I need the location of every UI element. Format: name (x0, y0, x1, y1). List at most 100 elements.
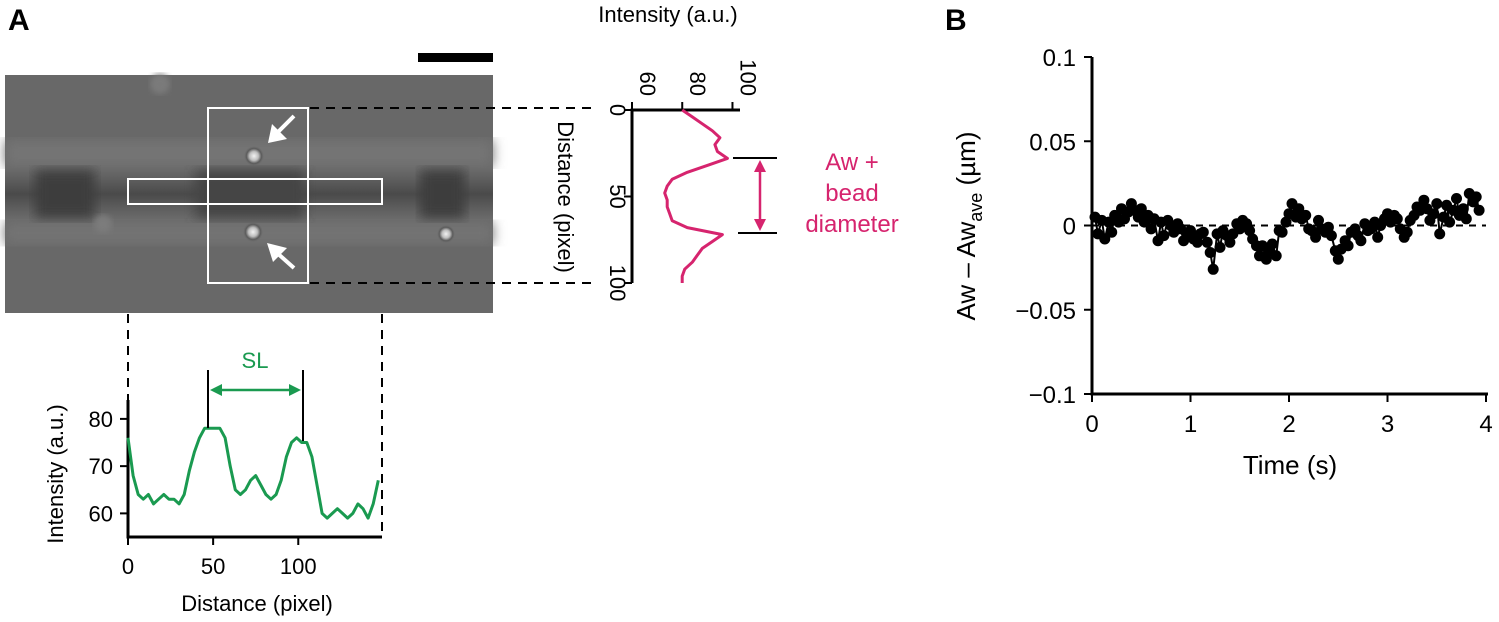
bead-faint-left (94, 215, 112, 233)
aw-data-point (1158, 230, 1170, 242)
aw-x-tick-label: 3 (1381, 411, 1394, 438)
aw-data-point (1270, 250, 1282, 262)
aw-x-tick-label: 0 (1085, 411, 1098, 438)
sl-label: SL (242, 348, 269, 373)
aw-data-point (1322, 221, 1334, 233)
vertical-profile-x-tick-label: 80 (685, 72, 710, 96)
aw-data-point (1191, 236, 1203, 248)
vertical-profile-y-tick-label: 0 (605, 104, 630, 116)
aw-data-point (1428, 208, 1440, 220)
aw-data-point (1207, 263, 1219, 275)
aw-label-line2: bead (825, 180, 878, 207)
aw-data-point (1276, 226, 1288, 238)
aw-data-point (1185, 225, 1196, 237)
horizontal-profile-chart: 0 50 100 60 70 80 Distance (pixel) Intensity … (43, 348, 382, 616)
vertical-profile-y-tick-label: 50 (605, 184, 630, 208)
horizontal-profile-x-tick-label: 100 (280, 554, 317, 579)
aw-data-point (1332, 253, 1344, 265)
sl-arrowhead-right (289, 384, 301, 396)
aw-data-point (1473, 204, 1485, 216)
vertical-profile-series-line (663, 108, 729, 283)
horizontal-profile-y-tick-label: 60 (89, 501, 113, 526)
aw-data-point (1099, 233, 1111, 245)
micrograph-dark-block-right (420, 170, 465, 218)
aw-y-tick-label: 0.1 (1043, 45, 1076, 72)
horizontal-profile-y-tick-label: 70 (89, 454, 113, 479)
bead-faint-top (150, 74, 170, 94)
vertical-profile-x-tick-label: 100 (735, 59, 760, 96)
aw-data-point (1280, 216, 1292, 228)
aw-data-point (1214, 241, 1226, 253)
aw-y-axis-label-main: Aw – Aw (951, 222, 981, 321)
aw-y-axis-label: Aw – Awave (µm) (951, 132, 986, 321)
aw-y-tick-label: −0.05 (1015, 298, 1076, 325)
aw-data-point (1444, 216, 1456, 228)
horizontal-profile-y-tick-label: 80 (89, 407, 113, 432)
aw-data-point (1451, 193, 1462, 204)
aw-data-point (1135, 203, 1147, 215)
aw-x-tick-label: 4 (1479, 411, 1492, 438)
sl-arrowhead-left (210, 384, 222, 396)
aw-data-point (1401, 226, 1413, 238)
aw-data-point (1325, 230, 1337, 242)
aw-data-point (1313, 214, 1324, 226)
vertical-profile-x-axis-label: Intensity (a.u.) (598, 2, 737, 27)
aw-data-point (1355, 235, 1367, 247)
aw-data-point (1201, 236, 1213, 248)
aw-x-tick-label: 2 (1282, 411, 1295, 438)
micrograph-dark-block-left (35, 170, 95, 218)
aw-arrowhead-bottom (754, 219, 766, 231)
micrograph (5, 74, 493, 313)
aw-data-point (1470, 191, 1482, 203)
aw-data-point (1293, 203, 1305, 215)
aw-x-axis-label: Time (s) (1243, 450, 1337, 480)
aw-y-axis-label-subscript: ave (966, 193, 986, 222)
aw-data-point (1342, 240, 1354, 252)
panel-label-a: A (8, 4, 30, 37)
aw-data-point (1300, 209, 1312, 221)
aw-x-tick-label: 1 (1184, 411, 1197, 438)
arrow-lower-icon (267, 243, 296, 270)
arrow-upper-icon (268, 114, 296, 143)
vertical-profile-y-axis-label: Distance (pixel) (553, 121, 578, 273)
aw-y-tick-label: 0.05 (1029, 129, 1076, 156)
bead-upper (244, 146, 264, 166)
aw-data-point (1391, 213, 1403, 225)
aw-data-point (1434, 228, 1446, 240)
aw-data-point (1204, 247, 1216, 258)
aw-data-point (1266, 238, 1278, 250)
horizontal-profile-x-tick-label: 50 (201, 554, 225, 579)
micrograph-dark-block-center (195, 170, 305, 218)
aw-data-point (1457, 203, 1469, 215)
vertical-profile-y-tick-label: 100 (605, 265, 630, 302)
aw-data-point (1106, 226, 1118, 238)
roi-vertical-box (207, 107, 309, 284)
horizontal-profile-x-tick-label: 0 (122, 554, 134, 579)
scale-bar (418, 53, 493, 62)
aw-data-point (1224, 236, 1236, 248)
aw-data-point (1244, 225, 1256, 237)
aw-data-point (1460, 213, 1472, 225)
aw-arrowhead-top (754, 160, 766, 172)
aw-data-point (1197, 226, 1209, 238)
aw-data-point (1431, 198, 1443, 210)
roi-horizontal-box (127, 178, 383, 205)
aw-label-line1: Aw + (825, 149, 879, 176)
bead-lower (243, 222, 263, 242)
horizontal-profile-y-axis-label: Intensity (a.u.) (43, 404, 68, 543)
aw-label-line3: diameter (805, 211, 898, 238)
aw-data-point (1260, 253, 1272, 265)
aw-y-tick-label: 0 (1063, 214, 1076, 241)
aw-data-point (1418, 194, 1430, 206)
aw-y-tick-label: −0.1 (1029, 382, 1076, 409)
panel-label-b: B (945, 4, 967, 37)
aw-y-axis-label-unit: (µm) (951, 132, 981, 193)
bead-right (437, 225, 455, 243)
aw-timeseries-chart: 0 1 2 3 4 −0.1 −0.05 0 0.05 0.1 Time (s) Aw – Awa… (951, 45, 1493, 480)
aw-data-point (1145, 223, 1157, 235)
aw-data-point (1310, 231, 1322, 243)
horizontal-profile-x-axis-label: Distance (pixel) (181, 591, 333, 616)
aw-data-point (1372, 231, 1384, 243)
